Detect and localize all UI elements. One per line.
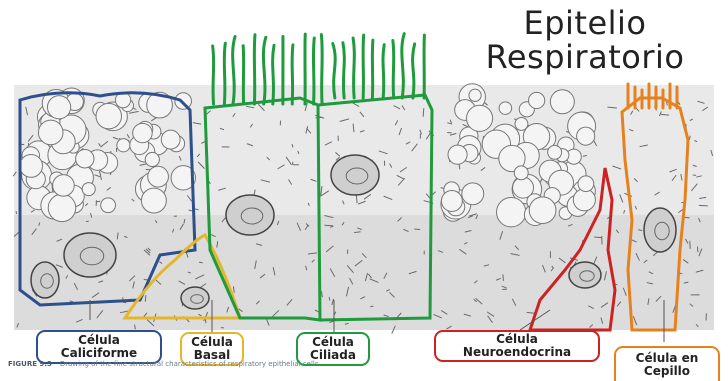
figure-number: FIGURE 9.3 <box>8 360 52 368</box>
mucus-granule <box>441 191 462 212</box>
mucus-granule <box>148 166 169 187</box>
mucus-granule <box>469 89 481 101</box>
mucus-granule <box>448 145 467 164</box>
label-caliciforme: Célula Caliciforme <box>36 330 162 364</box>
cell-nucleus <box>31 262 59 298</box>
mucus-granule <box>48 194 75 221</box>
cilium <box>333 44 335 98</box>
organelle-mark <box>145 295 146 302</box>
organelle-mark <box>329 297 330 301</box>
mucus-granule <box>496 198 525 227</box>
cilium <box>263 37 265 104</box>
figure-caption: FIGURE 9.3 Drawing of the fine structural… <box>8 360 321 368</box>
mucus-granule <box>101 198 116 213</box>
label-neuroendocrina-line2: Neuroendocrina <box>463 346 571 359</box>
title-line-1: Epitelio <box>442 6 728 40</box>
mucus-granule <box>573 189 595 211</box>
cilium <box>321 35 322 104</box>
mucus-granule <box>467 105 493 131</box>
cilium <box>273 45 274 104</box>
mucus-granule <box>499 102 512 115</box>
mucus-granule <box>161 130 180 149</box>
cell-nucleus <box>644 208 676 252</box>
label-caliciforme-line2: Caliciforme <box>61 347 137 360</box>
cilium <box>393 41 394 98</box>
mucus-granule <box>133 123 152 142</box>
mucus-granule <box>577 127 595 145</box>
organelle-mark <box>699 205 708 206</box>
cell-nucleus <box>226 195 274 235</box>
mucus-granule <box>47 96 70 119</box>
cell-nucleus <box>569 262 601 288</box>
diagram-title: Epitelio Respiratorio <box>442 6 728 74</box>
organelle-mark <box>503 274 504 281</box>
cilium <box>254 35 255 104</box>
cilium <box>224 43 225 104</box>
cilium <box>292 45 293 104</box>
mucus-granule <box>550 90 574 114</box>
cilium <box>353 38 354 98</box>
cilium <box>313 38 314 104</box>
cell-nucleus <box>64 233 116 277</box>
cilium <box>233 37 235 104</box>
cilium <box>363 35 364 98</box>
cell-nucleus <box>181 287 209 309</box>
mucus-granule <box>141 188 166 213</box>
mucus-granule <box>53 175 75 197</box>
organelle-mark <box>690 241 691 249</box>
organelle-mark <box>423 108 424 117</box>
organelle-mark <box>86 221 89 222</box>
mucus-granule <box>462 183 484 205</box>
mucus-granule <box>578 176 594 192</box>
mucus-granule <box>145 152 159 166</box>
cilium <box>383 45 384 98</box>
label-cepillo-line2: Cepillo <box>636 365 699 378</box>
cilium <box>413 44 415 98</box>
cilium <box>213 46 214 104</box>
mucus-granule <box>514 166 528 180</box>
label-neuroendocrina: Célula Neuroendocrina <box>434 330 600 362</box>
mucus-granule <box>175 93 192 110</box>
mucus-granule <box>82 183 95 196</box>
mucus-granule <box>20 154 43 177</box>
tissue-background <box>13 84 714 334</box>
label-cepillo-line1: Célula en <box>636 352 699 365</box>
label-cepillo: Célula en Cepillo <box>614 346 720 381</box>
organelle-mark <box>697 247 698 253</box>
cell-nucleus <box>331 155 379 195</box>
organelle-mark <box>594 237 601 238</box>
mucus-granule <box>529 197 556 224</box>
cilium <box>402 34 404 98</box>
cilium <box>372 40 373 98</box>
mucus-granule <box>38 120 63 145</box>
mucus-granule <box>529 92 545 108</box>
mucus-granule <box>76 150 94 168</box>
title-line-2: Respiratorio <box>442 40 728 74</box>
cilium <box>343 43 344 98</box>
figure-caption-text: Drawing of the fine structural character… <box>60 360 321 368</box>
mucus-granule <box>117 139 130 152</box>
mucus-granule <box>96 103 122 129</box>
mucus-granule <box>548 145 562 159</box>
